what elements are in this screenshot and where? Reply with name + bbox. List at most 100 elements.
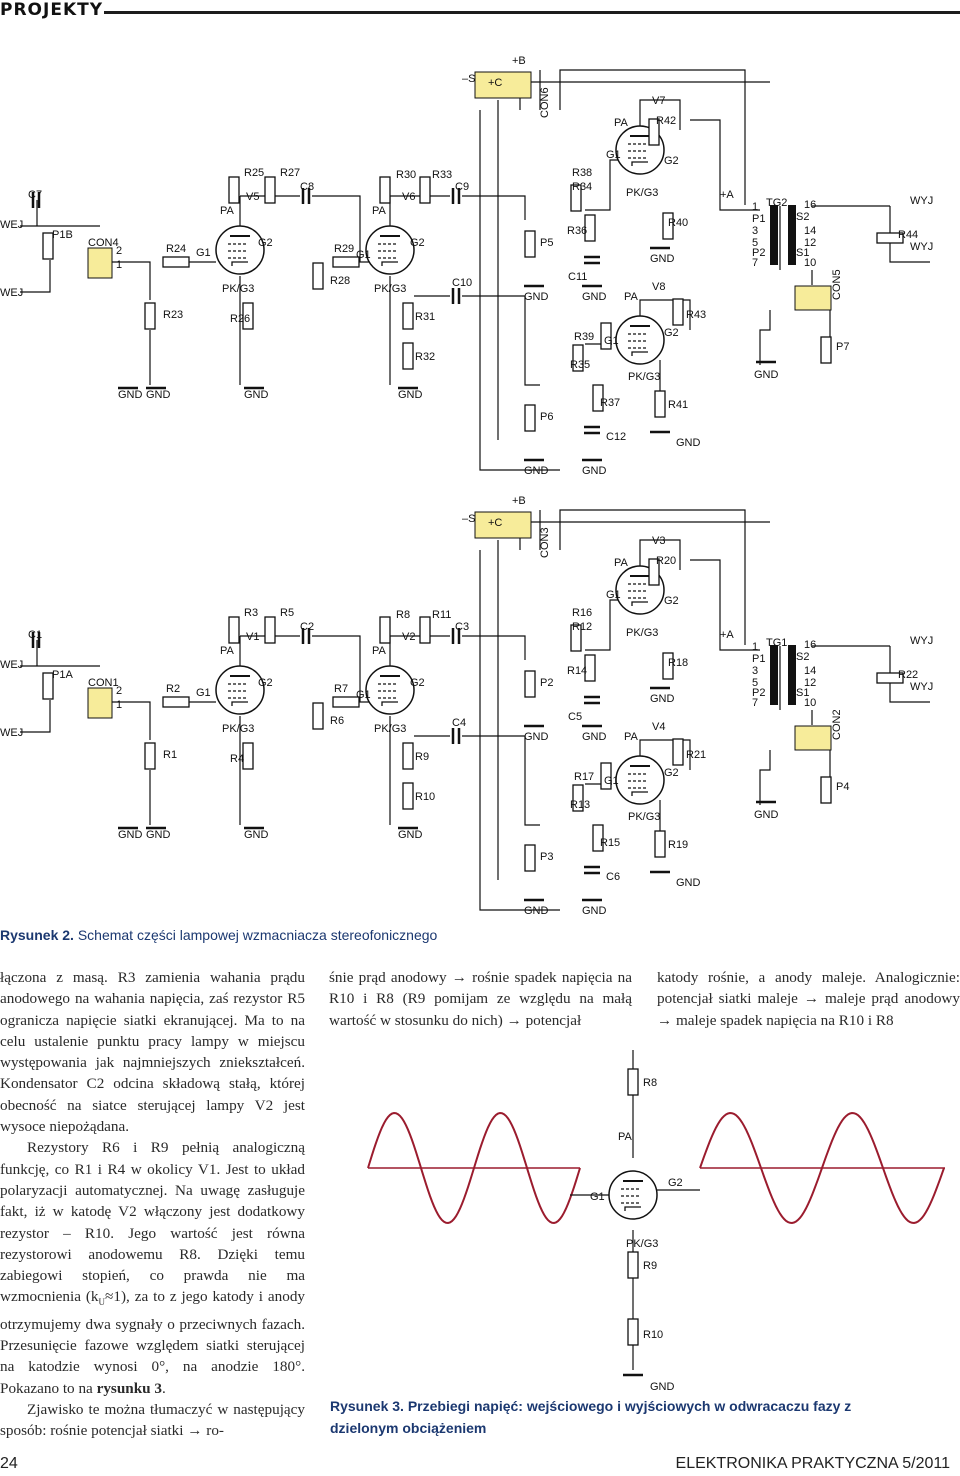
wire — [889, 646, 930, 703]
article-column-3: katody rośnie, a anody maleje. Analogicz… — [657, 967, 960, 1031]
resistor-symbol — [820, 776, 832, 804]
resistor-symbol — [402, 302, 414, 330]
wire — [519, 81, 770, 110]
resistor-symbol — [264, 616, 276, 644]
resistor-symbol — [572, 784, 584, 812]
component-label: V8 — [652, 281, 665, 293]
component-label: C2 — [300, 621, 314, 633]
component-label: V4 — [652, 721, 665, 733]
component-label: V3 — [652, 535, 665, 547]
figure-reference: rysunku 3 — [96, 1379, 163, 1397]
paragraph: Zjawisko te można tłumaczyć w następując… — [0, 1400, 305, 1440]
component-label: G1 — [356, 689, 371, 701]
component-label: R13 — [570, 799, 590, 811]
figure3-caption-label: Rysunek 3. — [330, 1398, 404, 1414]
component-label: R21 — [686, 749, 706, 761]
component-label: R3 — [244, 607, 258, 619]
component-label: PA — [624, 291, 639, 303]
figure3-caption: Rysunek 3. Przebiegi napięć: wejściowego… — [330, 1395, 890, 1439]
resistor-symbol — [144, 302, 156, 330]
resistor-symbol — [42, 672, 54, 700]
component-label: C5 — [568, 711, 582, 723]
wire — [639, 539, 681, 570]
resistor-symbol — [592, 824, 604, 852]
component-label: V6 — [402, 191, 415, 203]
component-label: R19 — [668, 839, 688, 851]
component-label: C11 — [568, 271, 587, 283]
component-label: R44 — [898, 229, 918, 241]
component-label: GND — [118, 389, 143, 401]
wire — [690, 119, 760, 211]
tube-cathode — [631, 351, 648, 356]
component-label: R18 — [668, 657, 688, 669]
component-label: R5 — [280, 607, 294, 619]
connector-box — [794, 725, 832, 751]
component-label: R16 — [572, 607, 592, 619]
component-label: PA — [614, 557, 629, 569]
resistor-symbol — [402, 782, 414, 810]
component-label: WEJ — [0, 219, 23, 231]
connector-box — [474, 511, 532, 539]
resistor-symbol — [584, 654, 596, 682]
resistor-symbol — [42, 232, 54, 260]
component-label: G2 — [410, 237, 425, 249]
component-label: –S — [462, 513, 475, 525]
connector-box — [87, 687, 113, 719]
component-label: PK/G3 — [626, 1238, 658, 1250]
component-label: V7 — [652, 95, 665, 107]
component-label: G2 — [664, 155, 679, 167]
component-label: C10 — [452, 277, 472, 289]
component-label: 7 — [752, 697, 758, 709]
component-label: +C — [488, 517, 502, 529]
figure2-caption: Rysunek 2. Schemat części lampowej wzmac… — [0, 927, 700, 943]
resistor-symbol — [332, 696, 360, 708]
component-label: G1 — [196, 247, 211, 259]
component-label: R26 — [230, 313, 250, 325]
component-label: +B — [512, 55, 526, 67]
component-label: S2 — [796, 651, 809, 663]
connector-box — [474, 71, 532, 99]
tube-cathode — [624, 1206, 641, 1211]
component-label: P2 — [540, 677, 553, 689]
component-label: GND — [754, 369, 779, 381]
component-label: G1 — [604, 335, 619, 347]
component-label: G2 — [258, 677, 273, 689]
resistor-symbol — [312, 262, 324, 290]
transformer-core — [788, 645, 796, 705]
component-label: G1 — [606, 149, 621, 161]
tube-cathode — [631, 791, 648, 796]
component-label: G2 — [410, 677, 425, 689]
resistor-symbol — [312, 702, 324, 730]
component-label: R41 — [668, 399, 688, 411]
paragraph: śnie prąd anodowy → rośnie spadek napięc… — [329, 969, 632, 1029]
wire — [112, 701, 151, 740]
component-label: +C — [488, 77, 502, 89]
component-label: P1B — [52, 229, 73, 241]
resistor-symbol — [627, 1068, 639, 1096]
wire — [462, 735, 540, 826]
component-label: G2 — [668, 1177, 683, 1189]
component-label: R1 — [163, 749, 177, 761]
component-label: GND — [244, 389, 269, 401]
component-label: GND — [524, 731, 549, 743]
tube-symbol — [615, 755, 665, 805]
resistor-symbol — [592, 384, 604, 412]
component-label: R10 — [415, 791, 435, 803]
component-label: C1 — [28, 629, 42, 641]
tube-cathode — [381, 701, 398, 706]
component-label: R20 — [656, 555, 676, 567]
component-label: GND — [650, 693, 675, 705]
tube-symbol — [215, 665, 265, 715]
component-label: CON6 — [539, 87, 551, 118]
component-label: S1 — [796, 247, 809, 259]
resistor-symbol — [419, 176, 431, 204]
input-waveform — [367, 1111, 581, 1225]
component-label: G1 — [196, 687, 211, 699]
resistor-symbol — [242, 742, 254, 770]
resistor-symbol — [144, 742, 156, 770]
wire — [462, 195, 526, 220]
wire — [462, 635, 526, 660]
component-label: GND — [582, 291, 607, 303]
wire — [759, 750, 771, 805]
